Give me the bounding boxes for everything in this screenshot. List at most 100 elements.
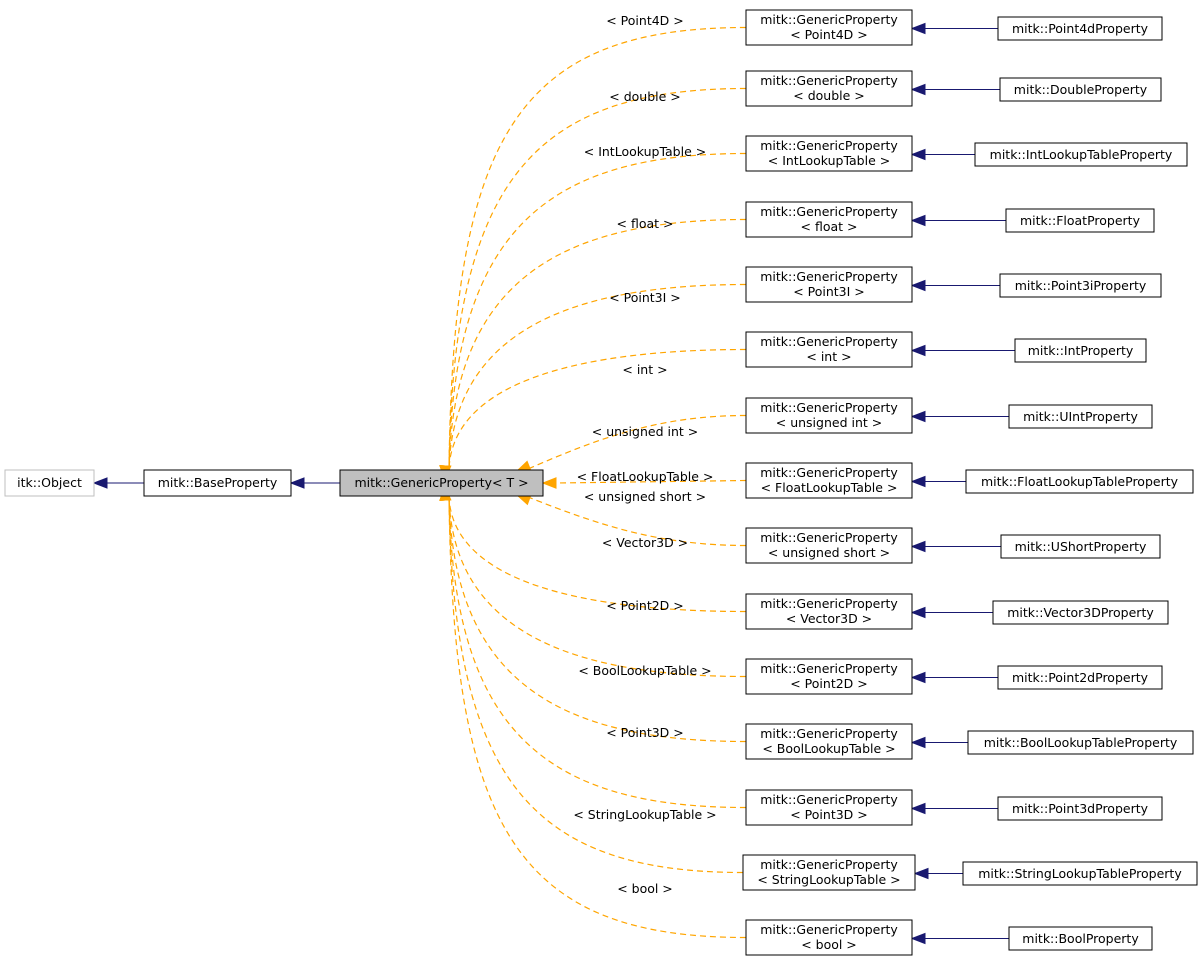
node-mitk-boolproperty-label: mitk::BoolProperty [1022,931,1139,946]
template-edge-float [444,218,747,470]
node-mitk-point3iproperty[interactable]: mitk::Point3iProperty [999,273,1162,298]
template-edge-boollookuptable [444,496,747,743]
edge-mitk-intproperty-arrowhead [910,344,926,357]
node-generic-property-stringlookuptable[interactable]: mitk::GenericProperty< StringLookupTable… [742,854,916,891]
node-mitk-uintproperty[interactable]: mitk::UIntProperty [1008,404,1153,429]
node-mitk-floatlookuptableproperty-box [965,469,1194,494]
node-mitk-point2dproperty-label: mitk::Point2dProperty [1012,670,1149,685]
node-generic-property-point4d-box [745,9,913,46]
template-edge-unsigned-short [527,496,747,547]
template-edge-floatlookuptable [556,479,747,484]
node-generic-property-floatlookuptable-line2: < FloatLookupTable > [761,480,898,495]
edge-mitk-floatproperty-arrowhead [910,214,926,227]
node-generic-property-double[interactable]: mitk::GenericProperty< double > [745,70,913,107]
template-arg-label-int: < int > [622,362,667,377]
node-generic-property-unsigned-int-line1: mitk::GenericProperty [760,400,898,415]
node-generic-property-stringlookuptable-line2: < StringLookupTable > [757,872,900,887]
node-generic-property-intlookuptable-line1: mitk::GenericProperty [760,138,898,153]
template-edge-unsigned-int [527,414,747,470]
edge-mitk-boollookuptableproperty-arrowhead [910,736,926,749]
edge-mitk-boolproperty-arrowhead [910,932,926,945]
node-generic-property-boollookuptable-line1: mitk::GenericProperty [760,726,898,741]
node-generic-property-float[interactable]: mitk::GenericProperty< float > [745,201,913,238]
edge-generic-to-baseproperty-arrowhead [289,477,305,489]
edge-mitk-intlookuptableproperty-arrowhead [910,148,926,161]
node-mitk-point3iproperty-label: mitk::Point3iProperty [1015,278,1147,293]
node-mitk-floatproperty[interactable]: mitk::FloatProperty [1005,208,1155,233]
node-generic-property-int-box [745,331,913,368]
node-mitk-vector3dproperty-label: mitk::Vector3DProperty [1007,605,1154,620]
node-generic-property-float-line2: < float > [801,219,858,234]
node-generic-property-bool-box [745,919,913,956]
node-generic-property-floatlookuptable[interactable]: mitk::GenericProperty< FloatLookupTable … [745,462,913,499]
node-mitk-point4dproperty[interactable]: mitk::Point4dProperty [997,16,1163,41]
node-mitk-point4dproperty-label: mitk::Point4dProperty [1012,21,1149,36]
node-generic-property-unsigned-int-line2: < unsigned int > [776,415,882,430]
node-mitk-uintproperty-label: mitk::UIntProperty [1023,409,1138,424]
node-mitk-point2dproperty[interactable]: mitk::Point2dProperty [997,665,1163,690]
node-mitk-ushortproperty[interactable]: mitk::UShortProperty [1000,534,1161,559]
node-generic-property-template[interactable]: mitk::GenericProperty< T > [339,469,544,497]
node-base-property[interactable]: mitk::BaseProperty [143,469,292,497]
template-arg-label-unsigned-int: < unsigned int > [592,424,698,439]
node-generic-property-stringlookuptable-box [742,854,916,891]
node-generic-property-point2d[interactable]: mitk::GenericProperty< Point2D > [745,658,913,695]
node-mitk-floatlookuptableproperty[interactable]: mitk::FloatLookupTableProperty [965,469,1194,494]
node-generic-property-unsigned-short-box [745,527,913,564]
node-generic-property-int[interactable]: mitk::GenericProperty< int > [745,331,913,368]
node-mitk-intlookuptableproperty[interactable]: mitk::IntLookupTableProperty [974,142,1188,167]
node-generic-property-double-box [745,70,913,107]
node-mitk-boolproperty-box [1008,926,1153,951]
template-edge-bool [445,495,747,939]
template-edge-double [445,87,747,471]
node-generic-property-point3d[interactable]: mitk::GenericProperty< Point3D > [745,789,913,826]
template-arg-label-point2d: < Point2D > [606,598,684,613]
node-generic-property-stringlookuptable-line1: mitk::GenericProperty [760,857,898,872]
node-generic-property-bool-line1: mitk::GenericProperty [760,922,898,937]
node-base-property-label: mitk::BaseProperty [158,475,278,490]
node-generic-property-point3d-line1: mitk::GenericProperty [760,792,898,807]
node-generic-property-boollookuptable[interactable]: mitk::GenericProperty< BoolLookupTable > [745,723,913,760]
node-mitk-point3iproperty-box [999,273,1162,298]
node-mitk-intproperty-label: mitk::IntProperty [1028,343,1134,358]
node-generic-property-point4d-line2: < Point4D > [790,27,868,42]
template-arg-label-unsigned-short: < unsigned short > [584,489,706,504]
node-generic-property-floatlookuptable-box [745,462,913,499]
edge-mitk-point2dproperty-arrowhead [910,671,926,684]
node-generic-property-intlookuptable[interactable]: mitk::GenericProperty< IntLookupTable > [745,135,913,172]
template-arg-label-double: < double > [609,89,681,104]
node-generic-property-float-box [745,201,913,238]
node-generic-property-unsigned-int[interactable]: mitk::GenericProperty< unsigned int > [745,397,913,434]
node-generic-property-vector3d-line1: mitk::GenericProperty [760,596,898,611]
node-mitk-point3dproperty[interactable]: mitk::Point3dProperty [997,796,1163,821]
node-generic-property-point3i-line2: < Point3I > [793,284,865,299]
node-generic-property-point3i-line1: mitk::GenericProperty [760,269,898,284]
node-generic-property-point2d-line2: < Point2D > [790,676,868,691]
node-generic-property-float-line1: mitk::GenericProperty [760,204,898,219]
template-arg-label-floatlookuptable: < FloatLookupTable > [577,469,714,484]
node-mitk-stringlookuptableproperty[interactable]: mitk::StringLookupTableProperty [962,861,1198,886]
node-generic-property-point4d[interactable]: mitk::GenericProperty< Point4D > [745,9,913,46]
node-generic-property-point4d-line1: mitk::GenericProperty [760,12,898,27]
node-generic-property-double-line1: mitk::GenericProperty [760,73,898,88]
template-arg-label-float: < float > [617,216,674,231]
node-generic-property-boollookuptable-box [745,723,913,760]
template-edge-intlookuptable [444,152,747,470]
node-generic-property-point2d-line1: mitk::GenericProperty [760,661,898,676]
node-generic-property-vector3d[interactable]: mitk::GenericProperty< Vector3D > [745,593,913,630]
node-mitk-boollookuptableproperty[interactable]: mitk::BoolLookupTableProperty [967,730,1194,755]
node-itk-object[interactable]: itk::Object [4,469,95,497]
node-mitk-doubleproperty[interactable]: mitk::DoubleProperty [999,77,1162,102]
node-generic-property-unsigned-short[interactable]: mitk::GenericProperty< unsigned short > [745,527,913,564]
edge-mitk-stringlookuptableproperty-arrowhead [913,867,929,880]
node-generic-property-intlookuptable-box [745,135,913,172]
node-mitk-intproperty[interactable]: mitk::IntProperty [1014,338,1147,363]
node-mitk-vector3dproperty[interactable]: mitk::Vector3DProperty [992,600,1169,625]
node-mitk-uintproperty-box [1008,404,1153,429]
edge-labels: < Point4D >< double >< IntLookupTable ><… [573,13,716,896]
node-mitk-boolproperty[interactable]: mitk::BoolProperty [1008,926,1153,951]
node-generic-property-bool[interactable]: mitk::GenericProperty< bool > [745,919,913,956]
node-generic-property-point3i[interactable]: mitk::GenericProperty< Point3I > [745,266,913,303]
